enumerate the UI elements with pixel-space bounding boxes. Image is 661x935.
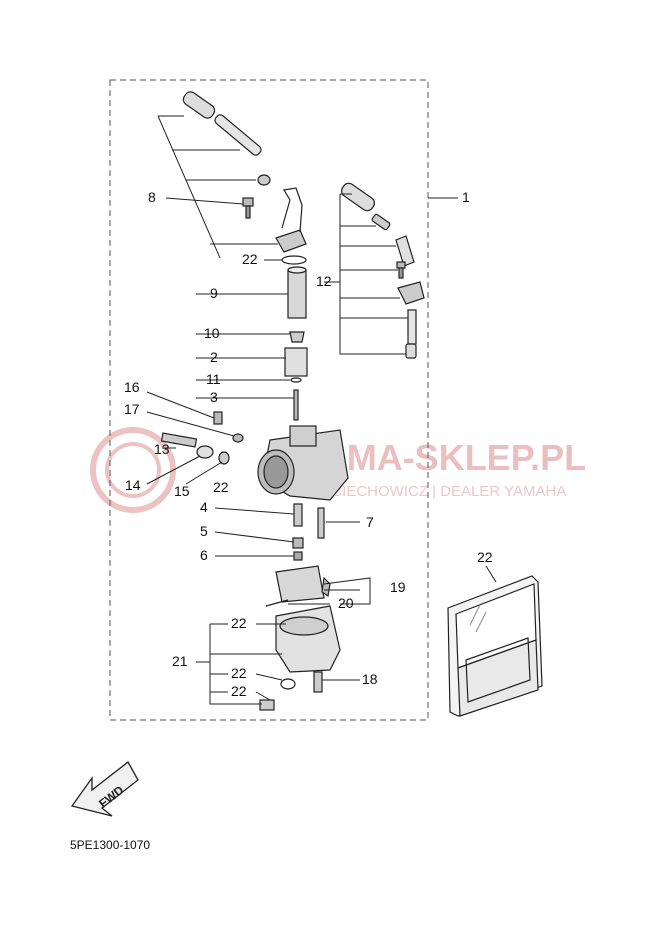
watermark-sub: WOJCIECHOWICZ | DEALER YAMAHA bbox=[298, 483, 566, 500]
callout-22-b: 22 bbox=[213, 479, 229, 495]
callout-2: 2 bbox=[210, 349, 218, 365]
callout-19: 19 bbox=[390, 579, 406, 595]
callout-20: 20 bbox=[338, 595, 354, 611]
callouts: 1 2 3 4 5 6 7 8 9 10 11 12 13 14 15 16 1… bbox=[124, 189, 493, 699]
callout-10: 10 bbox=[204, 325, 220, 341]
callout-22-c: 22 bbox=[231, 615, 247, 631]
callout-21: 21 bbox=[172, 653, 188, 669]
callout-18: 18 bbox=[362, 671, 378, 687]
fwd-arrow: FWD bbox=[70, 761, 139, 817]
callout-17: 17 bbox=[124, 401, 140, 417]
callout-22-f: 22 bbox=[477, 549, 493, 565]
choke-parts-group bbox=[182, 91, 307, 265]
callout-11: 11 bbox=[206, 371, 221, 387]
callout-6: 6 bbox=[200, 547, 208, 563]
callout-12: 12 bbox=[316, 273, 332, 289]
assembly-frame bbox=[109, 79, 429, 721]
callout-4: 4 bbox=[200, 499, 208, 515]
main-carburetor-body bbox=[160, 266, 349, 711]
throttle-parts-group bbox=[340, 182, 425, 359]
callout-22-d: 22 bbox=[231, 665, 247, 681]
callout-9: 9 bbox=[210, 285, 218, 301]
gasket-kit-bag bbox=[447, 575, 543, 717]
leader-lines bbox=[146, 115, 497, 705]
callout-3: 3 bbox=[210, 389, 218, 405]
callout-15: 15 bbox=[174, 483, 190, 499]
callout-22-e: 22 bbox=[231, 683, 247, 699]
callout-7: 7 bbox=[366, 514, 374, 530]
watermark-main: YAMA-SKLEP.PL bbox=[300, 437, 586, 478]
callout-5: 5 bbox=[200, 523, 208, 539]
callout-13: 13 bbox=[154, 441, 170, 457]
watermark: YAMA-SKLEP.PL WOJCIECHOWICZ | DEALER YAM… bbox=[90, 427, 586, 513]
callout-22-a: 22 bbox=[242, 251, 258, 267]
callout-1: 1 bbox=[462, 189, 470, 205]
diagram-code: 5PE1300-1070 bbox=[70, 838, 151, 852]
callout-14: 14 bbox=[125, 477, 141, 493]
callout-8: 8 bbox=[148, 189, 156, 205]
callout-16: 16 bbox=[124, 379, 140, 395]
